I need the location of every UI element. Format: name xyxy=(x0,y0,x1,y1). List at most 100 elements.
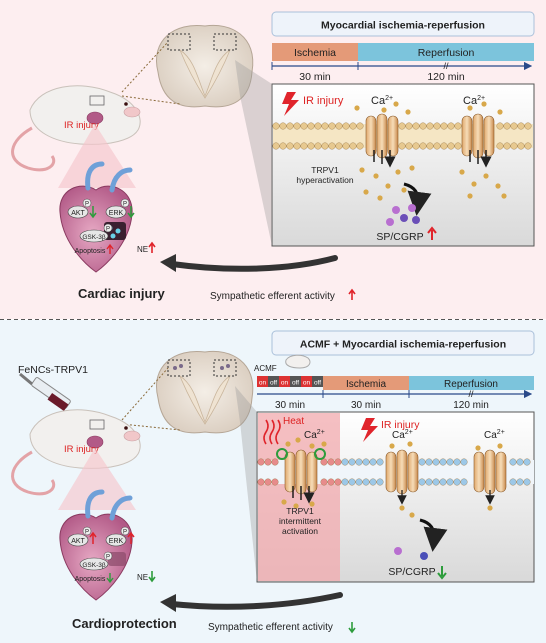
lipid-head xyxy=(328,479,335,486)
lipid-head xyxy=(510,459,517,466)
bottom-activation-label: activation xyxy=(282,526,318,536)
bottom-acmf-onoff-bar: on off on off on off xyxy=(257,376,323,387)
lipid-head xyxy=(370,479,377,486)
top-apoptosis-label: Apoptosis xyxy=(75,248,106,255)
lipid-head xyxy=(455,123,462,130)
lipid-head xyxy=(434,123,441,130)
lipid-head xyxy=(427,143,434,150)
svg-text:on: on xyxy=(303,380,311,387)
lipid-head xyxy=(518,143,525,150)
lipid-head xyxy=(265,479,272,486)
bottom-ischemia-time: 30 min xyxy=(351,400,381,411)
lipid-head xyxy=(525,143,532,150)
lipid-head xyxy=(433,479,440,486)
calcium-ion xyxy=(483,173,488,178)
lipid-head xyxy=(426,479,433,486)
calcium-ion xyxy=(497,443,502,448)
bottom-apoptosis-label: Apoptosis xyxy=(75,576,106,583)
lipid-head xyxy=(343,123,350,130)
lipid-head xyxy=(406,143,413,150)
lipid-head xyxy=(406,123,413,130)
lipid-head xyxy=(517,479,524,486)
lipid-head xyxy=(272,459,279,466)
lipid-head xyxy=(322,143,329,150)
bottom-sp-cgrp-dot-2 xyxy=(420,552,428,560)
lipid-head xyxy=(363,479,370,486)
lipid-head xyxy=(322,123,329,130)
top-reperfusion-label: Reperfusion xyxy=(418,47,475,59)
calcium-ion xyxy=(475,445,480,450)
lipid-head xyxy=(336,123,343,130)
calcium-ion xyxy=(467,193,472,198)
lipid-head xyxy=(420,143,427,150)
lipid-head xyxy=(349,459,356,466)
lipid-head xyxy=(511,143,518,150)
lipid-head xyxy=(280,143,287,150)
top-ir-injury-panel-label: IR injury xyxy=(303,95,344,107)
lipid-head xyxy=(461,479,468,486)
bottom-erk-label: ERK xyxy=(109,538,124,545)
lipid-head xyxy=(321,479,328,486)
lipid-head xyxy=(447,459,454,466)
bottom-sympathetic-label: Sympathetic efferent activity xyxy=(208,622,333,633)
lipid-head xyxy=(504,123,511,130)
bottom-sp-cgrp-label: SP/CGRP xyxy=(388,566,435,578)
calcium-ion xyxy=(409,512,414,517)
lipid-head xyxy=(420,123,427,130)
top-ischemia-label: Ischemia xyxy=(294,47,336,59)
bottom-outcome-label: Cardioprotection xyxy=(72,616,177,631)
bottom-axis-break: // xyxy=(468,389,474,399)
lipid-head xyxy=(335,459,342,466)
lipid-head xyxy=(497,143,504,150)
svg-text:on: on xyxy=(281,380,289,387)
lipid-head xyxy=(524,479,531,486)
lipid-head xyxy=(440,459,447,466)
svg-text:on: on xyxy=(259,380,267,387)
lipid-head xyxy=(350,123,357,130)
lipid-head xyxy=(328,459,335,466)
lipid-head xyxy=(315,123,322,130)
calcium-ion xyxy=(471,181,476,186)
top-gsk-label: GSK-3β xyxy=(82,234,106,241)
lipid-head xyxy=(287,123,294,130)
lipid-head xyxy=(426,459,433,466)
calcium-ion xyxy=(385,183,390,188)
calcium-ion xyxy=(501,193,506,198)
lipid-head xyxy=(377,479,384,486)
lipid-head xyxy=(329,143,336,150)
top-sp-cgrp-label: SP/CGRP xyxy=(376,231,423,243)
lipid-head xyxy=(350,143,357,150)
bottom-heat-label: Heat xyxy=(283,416,304,427)
calcium-ion xyxy=(467,105,472,110)
calcium-ion xyxy=(409,165,414,170)
bottom-ischemia-label: Ischemia xyxy=(346,379,386,390)
calcium-ion xyxy=(497,109,502,114)
calcium-ion xyxy=(321,441,326,446)
lipid-head xyxy=(448,123,455,130)
svg-text:off: off xyxy=(292,380,299,387)
calcium-ion xyxy=(459,169,464,174)
top-gsk-p-label: P xyxy=(106,227,110,233)
lipid-head xyxy=(454,479,461,486)
calcium-ion xyxy=(399,505,404,510)
bottom-panel-title: ACMF + Myocardial ischemia-reperfusion xyxy=(300,339,506,351)
top-akt-p-label: P xyxy=(85,202,89,208)
calcium-ion xyxy=(405,109,410,114)
lipid-head xyxy=(258,459,265,466)
calcium-ion xyxy=(495,183,500,188)
bottom-acmf-rat-icon xyxy=(286,355,310,368)
calcium-ion xyxy=(354,105,359,110)
lipid-head xyxy=(363,459,370,466)
lipid-head xyxy=(447,479,454,486)
top-sympathetic-label: Sympathetic efferent activity xyxy=(210,291,335,302)
lipid-head xyxy=(335,479,342,486)
bottom-trpv1-label: TRPV1 xyxy=(286,506,314,516)
lipid-head xyxy=(524,459,531,466)
bottom-gsk-label: GSK-3β xyxy=(82,562,106,569)
lipid-head xyxy=(356,459,363,466)
lipid-head xyxy=(273,143,280,150)
top-trpv1-label: TRPV1 xyxy=(311,165,339,175)
lipid-head xyxy=(413,143,420,150)
lipid-head xyxy=(510,479,517,486)
lipid-head xyxy=(287,143,294,150)
